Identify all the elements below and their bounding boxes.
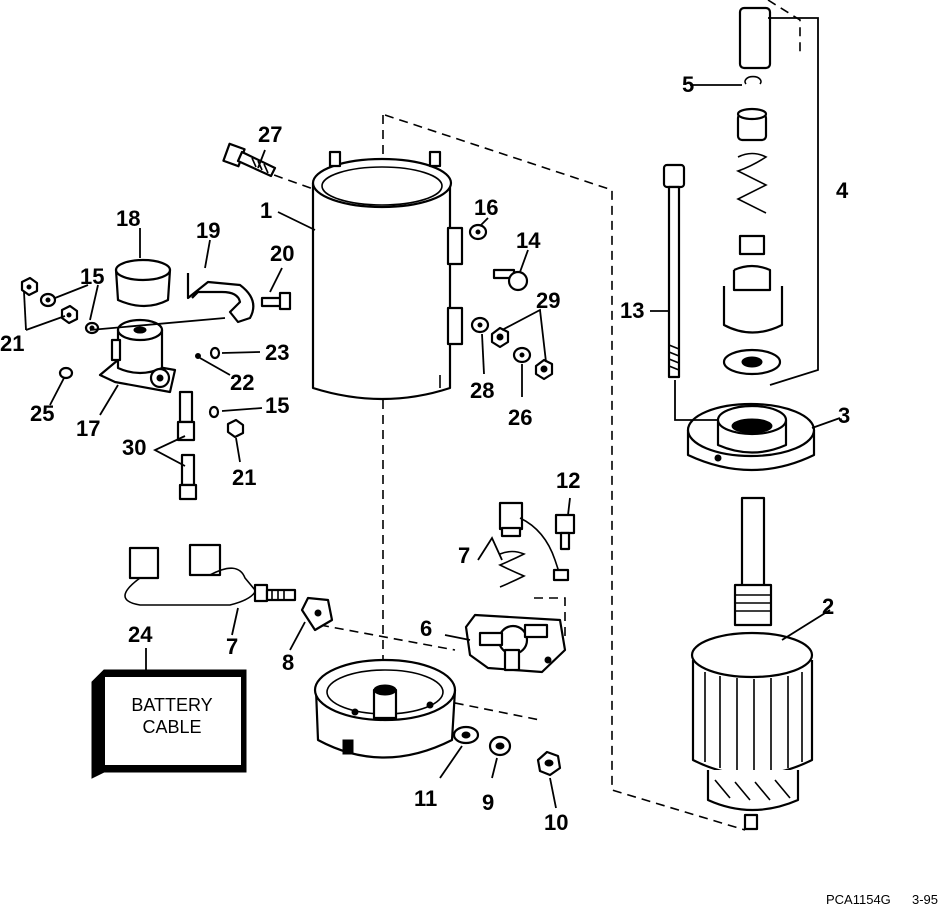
washer-26 xyxy=(512,346,532,364)
callout-4: 4 xyxy=(836,178,849,203)
callout-20: 20 xyxy=(270,241,295,266)
nut-29a xyxy=(490,326,510,349)
callout-24: 24 xyxy=(128,622,153,647)
nut-21c xyxy=(226,418,245,439)
callout-19: 19 xyxy=(196,218,221,243)
screw-12 xyxy=(554,513,576,551)
nut-10 xyxy=(536,750,562,777)
screw-20 xyxy=(260,291,292,311)
washer-28 xyxy=(470,316,490,334)
terminal-8 xyxy=(300,596,334,632)
figure-code: PCA1154G xyxy=(826,892,891,907)
assembly-line-top xyxy=(767,0,801,55)
callout-30: 30 xyxy=(122,435,147,460)
leader-lines xyxy=(23,17,841,809)
washer-11 xyxy=(452,725,480,745)
figure-date: 3-95 xyxy=(912,892,939,907)
bolt-27 xyxy=(222,142,277,178)
assembly-line-brush xyxy=(534,597,566,640)
callout-2: 2 xyxy=(822,594,835,619)
insulator-18 xyxy=(114,258,172,308)
callout-7b: 7 xyxy=(226,634,239,659)
nut-29b xyxy=(534,358,554,381)
drive-stack-4 xyxy=(722,6,784,376)
callout-10: 10 xyxy=(544,810,569,835)
callout-8: 8 xyxy=(282,650,295,675)
washer-9 xyxy=(488,735,512,757)
callout-22: 22 xyxy=(230,370,255,395)
callout-25: 25 xyxy=(30,401,55,426)
callout-3: 3 xyxy=(838,403,851,428)
solenoid-17 xyxy=(98,318,177,394)
callout-11: 11 xyxy=(414,786,438,811)
battery-cable-tag xyxy=(91,669,247,779)
nut-21b xyxy=(60,304,79,325)
callout-26: 26 xyxy=(508,405,533,430)
assembly-line-bracket xyxy=(439,699,541,721)
callout-28: 28 xyxy=(470,378,495,403)
callout-16: 16 xyxy=(474,195,499,220)
end-cap-3 xyxy=(686,402,816,472)
callout-21b: 21 xyxy=(232,465,257,490)
strap-19 xyxy=(186,273,255,324)
washer-15a xyxy=(39,292,57,308)
battery-cable-label: BATTERY CABLE xyxy=(131,695,213,737)
callout-15b: 15 xyxy=(265,393,290,418)
callout-6: 6 xyxy=(420,616,433,641)
brush-cable-7b xyxy=(124,543,297,606)
callout-23: 23 xyxy=(265,340,290,365)
through-bolt-13 xyxy=(662,163,686,379)
assembly-line-frame xyxy=(384,114,746,831)
clip-22 xyxy=(195,353,201,359)
callout-5: 5 xyxy=(682,72,695,97)
callout-7a: 7 xyxy=(458,543,471,568)
assembly-line-terminal xyxy=(319,624,456,651)
washer-15b xyxy=(84,321,100,335)
commutator-end-cap xyxy=(313,658,457,759)
nut-21a xyxy=(20,276,39,297)
callout-27: 27 xyxy=(258,122,283,147)
bolt-14 xyxy=(492,268,529,292)
washer-23 xyxy=(209,346,221,360)
battery-cable-label-box: BATTERY CABLE xyxy=(92,670,246,772)
armature-2 xyxy=(690,496,814,831)
callout-1: 1 xyxy=(260,198,273,223)
brush-holder-6 xyxy=(464,613,567,674)
callout-15a: 15 xyxy=(80,264,105,289)
brush-set-7a xyxy=(498,501,570,588)
washer-15c xyxy=(208,405,220,419)
callout-12: 12 xyxy=(556,468,581,493)
washer-16 xyxy=(468,223,488,241)
callout-9: 9 xyxy=(482,790,495,815)
terminal-30 xyxy=(176,390,198,501)
motor-frame xyxy=(311,150,464,401)
callout-14: 14 xyxy=(516,228,541,253)
callout-29: 29 xyxy=(536,288,561,313)
callout-17: 17 xyxy=(76,416,101,441)
callout-13: 13 xyxy=(620,298,645,323)
callout-18: 18 xyxy=(116,206,141,231)
washer-25 xyxy=(58,366,74,380)
callout-21a: 21 xyxy=(0,331,25,356)
